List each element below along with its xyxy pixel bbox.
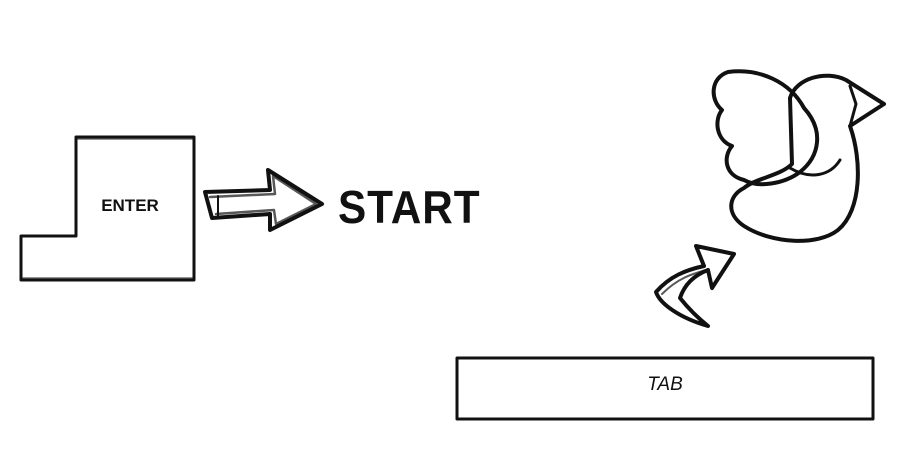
tab-key-icon[interactable] [455, 356, 875, 421]
right-arrow-icon [203, 168, 324, 232]
enter-key-label: ENTER [101, 196, 159, 215]
bird-icon [711, 69, 886, 243]
start-label: START [338, 181, 481, 233]
enter-key-icon[interactable] [19, 135, 196, 282]
tab-key-label: TAB [647, 374, 683, 395]
curved-arrow-icon [654, 244, 736, 328]
